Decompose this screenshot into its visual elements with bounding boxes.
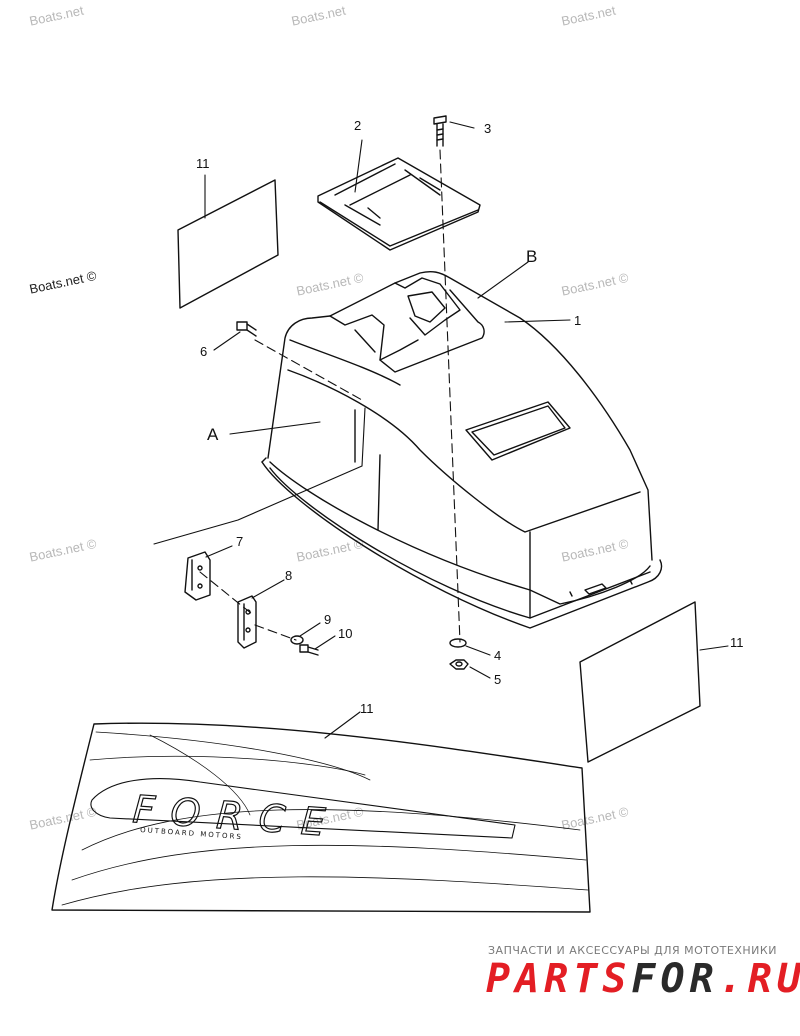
bracket-part-7	[184, 551, 211, 601]
nut-part-5	[449, 659, 469, 670]
decal-panel-left	[177, 179, 279, 309]
callout-11-top: 11	[196, 156, 210, 171]
cover-plate	[317, 157, 481, 251]
callout-5: 5	[494, 672, 501, 687]
brand-part-ru: .RU	[718, 956, 800, 1002]
dashed-assembly-lines	[199, 149, 461, 643]
washer-part-4	[449, 638, 467, 648]
footer-tagline: ЗАПЧАСТИ И АКСЕССУАРЫ ДЛЯ МОТОТЕХНИКИ	[488, 944, 777, 957]
callout-B: B	[526, 247, 537, 266]
callout-8: 8	[285, 568, 292, 583]
callout-1: 1	[574, 313, 581, 328]
decal-large	[51, 722, 591, 913]
screw-part-10	[299, 644, 319, 656]
callout-11-right: 11	[730, 635, 744, 650]
brand-part-parts: PARTS	[486, 956, 632, 1002]
callout-A: A	[207, 425, 219, 444]
footer-brand-logo: PARTSFOR.RU	[486, 956, 800, 1002]
engine-cowl	[261, 270, 663, 629]
decal-panel-right	[579, 601, 701, 763]
callout-6: 6	[200, 344, 207, 359]
screw-part-3	[433, 115, 447, 147]
callout-2: 2	[354, 118, 361, 133]
callout-11-bottom: 11	[360, 701, 374, 716]
callout-7: 7	[236, 534, 243, 549]
washer-part-9	[290, 635, 304, 645]
bolt-part-6	[236, 321, 257, 337]
bracket-part-8	[237, 595, 257, 649]
brand-part-for: FOR	[631, 956, 719, 1002]
callout-10: 10	[338, 626, 352, 641]
callout-4: 4	[494, 648, 501, 663]
callout-3: 3	[484, 121, 491, 136]
leader-lines	[153, 121, 729, 739]
callout-9: 9	[324, 612, 331, 627]
